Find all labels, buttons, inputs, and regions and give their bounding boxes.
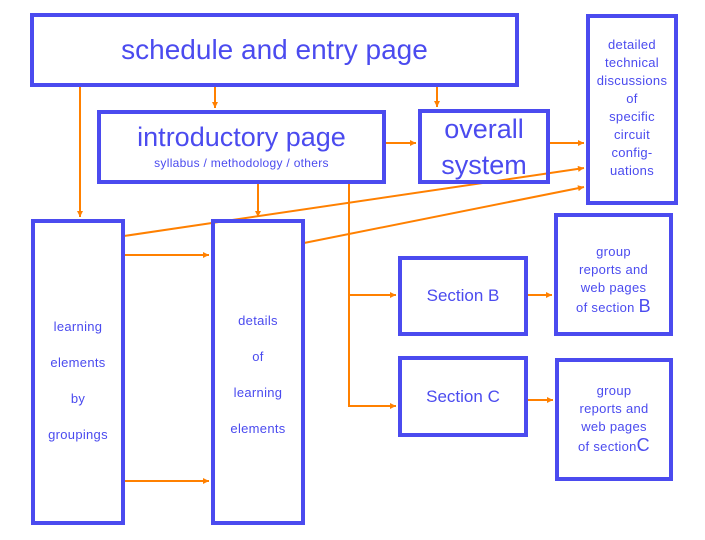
introductory-page-node[interactable]: introductory page syllabus / methodology… <box>97 110 386 184</box>
group-b-line-2: reports and <box>578 262 649 277</box>
arrow-details-to-technical <box>303 185 585 244</box>
technical-discussions-node[interactable]: detailed technical discussions of specif… <box>586 14 678 205</box>
group-c-line-1: group <box>596 383 632 398</box>
groupings-line-3: by <box>70 391 86 406</box>
technical-line-5: specific <box>609 109 655 124</box>
details-line-3: learning <box>233 385 283 400</box>
section-c-label: Section C <box>426 386 500 406</box>
overall-system-node[interactable]: overall system <box>418 109 550 184</box>
technical-line-1: detailed <box>608 37 656 52</box>
groupings-line-2: elements <box>50 355 106 370</box>
section-b-label: Section B <box>426 286 500 305</box>
group-c-letter: C <box>636 435 650 455</box>
details-line-1: details <box>238 313 278 328</box>
technical-line-8: uations <box>609 163 655 178</box>
group-b-line-4-text: of section <box>576 300 635 315</box>
group-reports-section-b-node[interactable]: group reports and web pages of section B <box>554 213 673 336</box>
group-b-line-1: group <box>596 244 631 259</box>
schedule-entry-page-node[interactable]: schedule and entry page <box>30 13 519 87</box>
group-reports-section-c-node[interactable]: group reports and web pages of sectionC <box>555 358 673 481</box>
section-c-node[interactable]: Section C <box>398 356 528 437</box>
connector-intro-to-sections <box>348 183 396 409</box>
group-b-line-4: of section B <box>576 297 651 317</box>
group-c-line-4-text: of section <box>578 439 637 454</box>
overall-system-line-1: overall <box>444 113 524 144</box>
learning-elements-by-groupings-node[interactable]: learning elements by groupings <box>31 219 125 525</box>
group-c-line-2: reports and <box>579 401 649 416</box>
overall-system-line-2: system <box>441 149 527 180</box>
arrow-groups-to-technical <box>123 165 585 237</box>
section-b-node[interactable]: Section B <box>398 256 528 336</box>
technical-line-6: circuit <box>613 127 651 142</box>
details-line-2: of <box>252 349 264 364</box>
technical-line-7: config- <box>611 145 653 160</box>
technical-line-4: of <box>626 91 638 106</box>
details-line-4: elements <box>230 421 286 436</box>
group-b-line-3: web pages <box>580 280 647 295</box>
groupings-line-1: learning <box>53 319 103 334</box>
groupings-line-4: groupings <box>48 427 108 442</box>
introductory-page-sublabel: syllabus / methodology / others <box>154 156 329 170</box>
technical-line-3: discussions <box>596 73 668 88</box>
group-c-line-3: web pages <box>581 419 647 434</box>
group-c-line-4: of sectionC <box>578 436 650 456</box>
introductory-page-label: introductory page <box>137 122 346 152</box>
schedule-entry-page-label: schedule and entry page <box>121 34 428 65</box>
technical-line-2: technical <box>604 55 659 70</box>
group-b-letter: B <box>638 296 651 316</box>
details-of-learning-elements-node[interactable]: details of learning elements <box>211 219 305 525</box>
